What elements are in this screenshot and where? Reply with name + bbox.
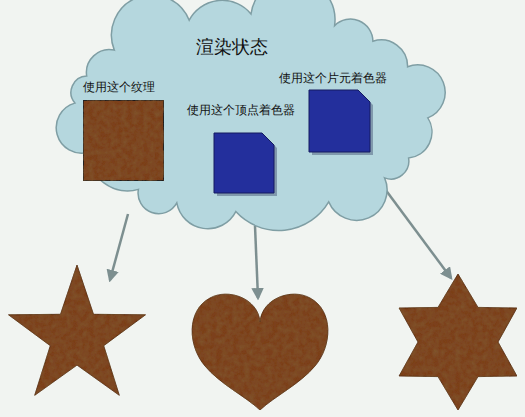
shader-document xyxy=(214,133,274,193)
shader-icon xyxy=(214,133,278,197)
node-label: 使用这个顶点着色器 xyxy=(187,103,295,117)
arrow xyxy=(255,226,258,298)
shader-icon xyxy=(309,90,374,156)
arrow xyxy=(110,214,128,280)
shader-node: 使用这个顶点着色器 xyxy=(187,103,295,193)
shader-node: 使用这个片元着色器 xyxy=(279,71,387,152)
heart-shape xyxy=(192,294,328,410)
cloud-node: 使用这个纹理使用这个顶点着色器 使用这个片元着色器渲染状态 xyxy=(62,2,440,224)
node-label: 使用这个纹理 xyxy=(83,80,163,94)
cloud-title: 渲染状态 xyxy=(196,36,268,58)
texture-square xyxy=(84,101,164,181)
shader-document xyxy=(309,90,370,152)
cloud-shape xyxy=(56,0,445,230)
node-label: 使用这个片元着色器 xyxy=(279,71,387,85)
hexagram-shape xyxy=(399,274,517,410)
texture-swatch xyxy=(83,100,167,184)
star-shape xyxy=(9,265,146,395)
texture-node: 使用这个纹理 xyxy=(83,80,163,180)
arrow xyxy=(382,185,451,278)
